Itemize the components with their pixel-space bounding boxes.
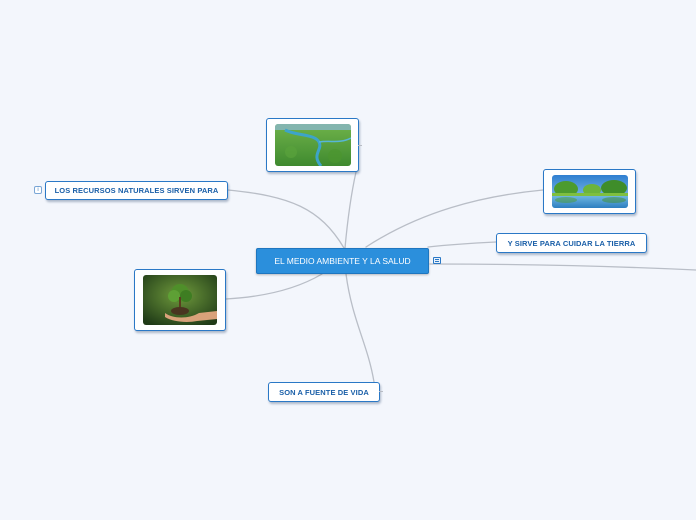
note-icon[interactable] <box>433 257 441 264</box>
image-node-hands-tree[interactable] <box>134 269 226 331</box>
topic-cuidar-tierra[interactable]: Y SIRVE PARA CUIDAR LA TIERRA <box>496 233 647 253</box>
topic-recursos-naturales[interactable]: LOS RECURSOS NATURALES SIRVEN PARA <box>45 181 228 200</box>
connector-stub <box>379 391 383 392</box>
hands-tree-image <box>143 275 217 325</box>
connector-offscreen <box>429 263 696 271</box>
connector-cuidar <box>427 241 497 248</box>
topic-fuente-vida[interactable]: SON A FUENTE DE VIDA <box>268 382 380 402</box>
connector-fuente <box>345 273 375 383</box>
river-forest-image <box>274 124 351 166</box>
image-node-river-forest[interactable] <box>266 118 359 172</box>
connector-river-image <box>344 171 357 249</box>
central-topic[interactable]: EL MEDIO AMBIENTE Y LA SALUD <box>256 248 429 274</box>
connector-lake-image <box>365 189 544 248</box>
connector-recursos <box>227 189 345 249</box>
lake-trees-image <box>551 175 628 208</box>
topic-fuente-label: SON A FUENTE DE VIDA <box>279 387 369 397</box>
topic-recursos-label: LOS RECURSOS NATURALES SIRVEN PARA <box>54 186 219 195</box>
connector-stub <box>358 145 362 146</box>
info-icon[interactable]: i <box>34 186 42 194</box>
image-node-lake-trees[interactable] <box>543 169 636 214</box>
connector-hands-image <box>225 273 323 300</box>
central-topic-label: EL MEDIO AMBIENTE Y LA SALUD <box>274 256 411 266</box>
topic-cuidar-label: Y SIRVE PARA CUIDAR LA TIERRA <box>507 238 636 248</box>
